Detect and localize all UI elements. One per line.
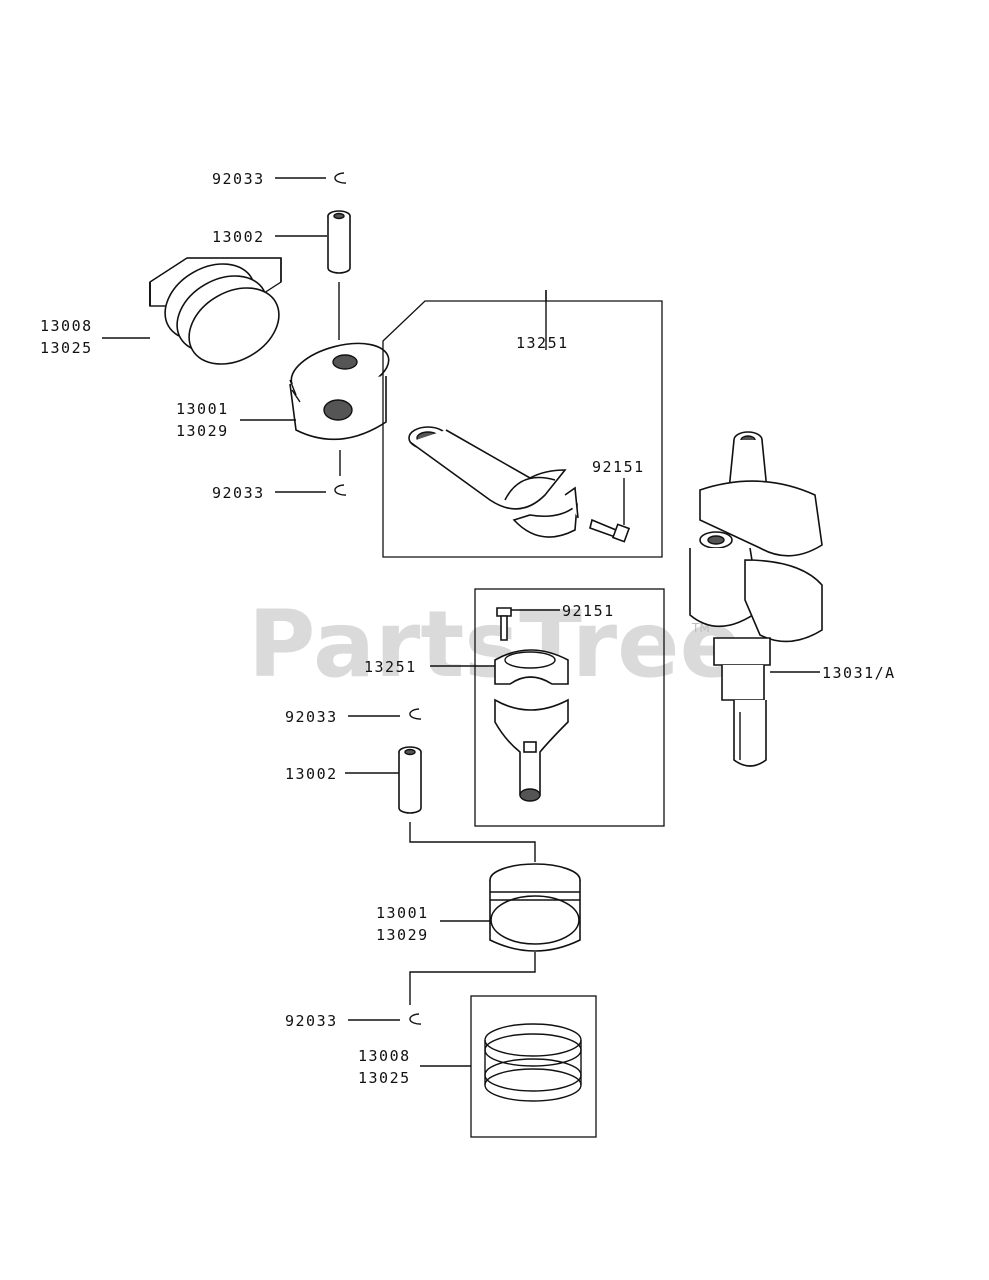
conrod-box-1 <box>382 300 663 558</box>
svg-text:13029: 13029 <box>376 926 429 944</box>
conrod-cap-2[interactable] <box>430 649 569 685</box>
svg-text:13025: 13025 <box>358 1069 411 1087</box>
crankshaft[interactable] <box>689 431 823 767</box>
callout-92033-bottom[interactable]: 92033 <box>285 1012 338 1030</box>
callout-13008-13025-lower[interactable]: 13008 13025 <box>358 1047 411 1087</box>
svg-text:13251: 13251 <box>516 334 569 352</box>
svg-text:13251: 13251 <box>364 658 417 676</box>
svg-text:13029: 13029 <box>176 422 229 440</box>
callout-92033-mid[interactable]: 92033 <box>212 484 265 502</box>
svg-text:92033: 92033 <box>285 708 338 726</box>
piston-pin-1[interactable] <box>275 210 351 340</box>
svg-text:13008: 13008 <box>358 1047 411 1065</box>
piston-2[interactable] <box>409 863 581 1005</box>
svg-text:92151: 92151 <box>592 458 645 476</box>
snap-ring-top-2[interactable] <box>348 708 422 720</box>
svg-text:13025: 13025 <box>40 339 93 357</box>
callout-92033-lower-top[interactable]: 92033 <box>285 708 338 726</box>
svg-text:92151: 92151 <box>562 602 615 620</box>
callout-13002-lower[interactable]: 13002 <box>285 765 338 783</box>
svg-text:92033: 92033 <box>285 1012 338 1030</box>
svg-text:13008: 13008 <box>40 317 93 335</box>
piston-pin-2[interactable] <box>345 746 536 862</box>
snap-ring-top-1[interactable] <box>275 172 347 184</box>
ring-set-2[interactable] <box>420 995 597 1138</box>
snap-ring-bottom-2[interactable] <box>348 1013 422 1025</box>
svg-text:92033: 92033 <box>212 170 265 188</box>
ring-set-1[interactable] <box>102 249 293 380</box>
svg-text:13002: 13002 <box>285 765 338 783</box>
svg-text:13002: 13002 <box>212 228 265 246</box>
callout-92033-top[interactable]: 92033 <box>212 170 265 188</box>
svg-text:13001: 13001 <box>176 400 229 418</box>
piston-1[interactable] <box>240 334 395 476</box>
callout-13001-13029-top[interactable]: 13001 13029 <box>176 400 229 440</box>
callout-13251-top[interactable]: 13251 <box>516 334 569 352</box>
conrod-bolt-2[interactable] <box>496 607 560 641</box>
connecting-rod-1[interactable] <box>408 426 579 538</box>
conrod-box-2 <box>474 588 665 827</box>
connecting-rod-2[interactable] <box>494 698 569 802</box>
callout-92151-top[interactable]: 92151 <box>592 458 645 476</box>
callout-13001-13029-lower[interactable]: 13001 13029 <box>376 904 429 944</box>
callout-13031a[interactable]: 13031/A <box>822 664 896 682</box>
callout-13008-13025-top[interactable]: 13008 13025 <box>40 317 93 357</box>
callout-13251-lower[interactable]: 13251 <box>364 658 417 676</box>
svg-text:13031/A: 13031/A <box>822 664 896 682</box>
svg-text:13001: 13001 <box>376 904 429 922</box>
svg-text:92033: 92033 <box>212 484 265 502</box>
callout-92151-lower[interactable]: 92151 <box>562 602 615 620</box>
conrod-bolt-1[interactable] <box>589 478 631 543</box>
snap-ring-bottom-1[interactable] <box>275 484 347 496</box>
callout-13002-top[interactable]: 13002 <box>212 228 265 246</box>
